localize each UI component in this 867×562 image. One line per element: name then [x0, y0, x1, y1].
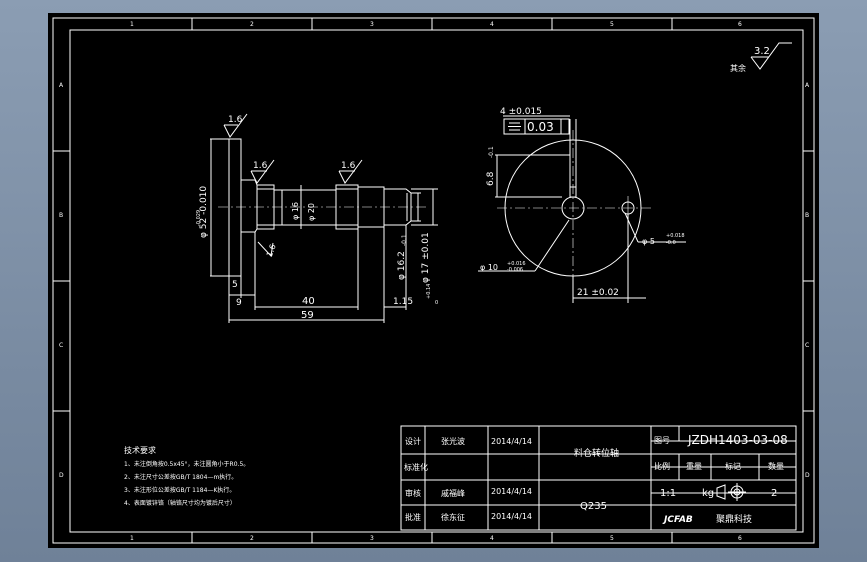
- drawing-canvas: 1 2 3 4 5 6 1 2 3 4 5 6 A B C D A B C D: [52, 17, 815, 544]
- shaft-body: [273, 189, 337, 226]
- keyway-depth-tol: -0.1: [488, 146, 495, 158]
- drawing-sheet: 1 2 3 4 5 6 1 2 3 4 5 6 A B C D A B C D: [48, 13, 819, 548]
- zone-num-b2: 2: [250, 535, 254, 542]
- dim-dia162-tol: -0.1: [401, 234, 408, 246]
- tb-weight-label: 重量: [686, 461, 702, 471]
- tb-scale: 1:1: [660, 488, 676, 499]
- tb-drawing-no: JZDH1403-03-08: [687, 433, 788, 447]
- tb-mark-label: 标记: [725, 461, 741, 471]
- zone-num-b3: 3: [370, 535, 374, 542]
- dim-len5: 5: [232, 280, 238, 290]
- zone-letter-a-r: A: [805, 82, 810, 89]
- zone-num-b5: 5: [610, 535, 614, 542]
- ra-front-1: 1.6: [228, 115, 243, 125]
- zone-num-2: 2: [250, 21, 254, 28]
- tb-qty: 2: [771, 488, 777, 499]
- dim-len115: 1.15: [393, 297, 413, 307]
- zone-letter-a: A: [59, 82, 64, 89]
- keyway-depth: 6.8: [486, 171, 496, 186]
- zone-letter-c-r: C: [805, 342, 809, 349]
- dim-len115-tol-low: 0: [435, 300, 438, 306]
- projection-symbol-icon: [716, 483, 746, 501]
- zone-letter-b: B: [59, 212, 63, 219]
- zone-letter-d: D: [59, 472, 64, 479]
- dim-len59: 59: [301, 310, 314, 321]
- tb-approve-name: 徐东征: [441, 512, 465, 522]
- title-block: 设计 张光波 2014/4/14 标准化 审核 戚福峰 2014/4/14 批准…: [400, 425, 797, 531]
- tb-review-name: 戚福峰: [441, 488, 465, 498]
- zone-letter-d-r: D: [805, 472, 810, 479]
- tb-design-date: 2014/4/14: [491, 437, 532, 446]
- front-view: 1.6 1.6 1.6 1.6 φ 52 -0.010 -0.029 φ 16: [196, 113, 438, 323]
- tb-review-label: 审核: [405, 488, 421, 498]
- zone-ticks: [53, 18, 814, 543]
- tb-review-date: 2014/4/14: [491, 487, 532, 496]
- tb-scale-label: 比例: [654, 461, 670, 471]
- roughness-general: 其余 3.2: [730, 42, 792, 73]
- zone-num-5: 5: [610, 21, 614, 28]
- hole-dia-tol2: -0.0: [666, 240, 676, 246]
- zone-letter-b-r: B: [805, 212, 809, 219]
- side-view: 4 ±0.015 0.03 6.8 -0.1 φ 10 +0.016: [478, 107, 686, 303]
- roughness-general-value: 3.2: [754, 46, 770, 57]
- dim-len9: 9: [236, 298, 242, 308]
- tb-weight-unit: kg: [702, 488, 714, 499]
- zone-letter-c: C: [59, 342, 63, 349]
- zone-num-b1: 1: [130, 535, 134, 542]
- zone-num-4: 4: [490, 21, 494, 28]
- bore-tol-up: +0.016: [507, 261, 526, 267]
- bore-tol-low: -0.006: [507, 267, 523, 273]
- ra-front-4: 1.6: [265, 243, 278, 258]
- tb-drawing-no-label: 图号: [654, 436, 670, 445]
- company-logo: JCFAB: [662, 515, 693, 525]
- zone-num-3: 3: [370, 21, 374, 28]
- ra-front-3: 1.6: [341, 161, 356, 171]
- tb-qty-label: 数量: [768, 461, 784, 471]
- tech-title: 技术要求: [124, 445, 156, 455]
- dim-dia20: φ 20: [307, 203, 316, 221]
- tb-approve-date: 2014/4/14: [491, 512, 532, 521]
- hole-pos: 21 ±0.02: [577, 288, 619, 298]
- roughness-general-label: 其余: [730, 63, 746, 73]
- keyway-width: 4 ±0.015: [500, 107, 542, 117]
- tb-part-name: 料仓转位轴: [574, 447, 619, 459]
- tb-std-label: 标准化: [404, 462, 428, 472]
- tech-item-3: 3、未注形位公差按GB/T 1184—K执行。: [124, 486, 235, 494]
- tech-item-4: 4、表面镀锌铬（轴铬尺寸均为镀后尺寸）: [124, 499, 236, 507]
- tb-design-label: 设计: [405, 436, 421, 446]
- bore-dia: φ 10: [480, 263, 498, 272]
- ra-front-2: 1.6: [253, 161, 268, 171]
- hole-dia-tol: +0.018: [666, 233, 685, 239]
- symmetry-tol: 0.03: [527, 120, 554, 134]
- flange: [228, 138, 242, 277]
- tb-material: Q235: [580, 501, 607, 512]
- dim-dia16: φ 16: [291, 202, 300, 220]
- tb-design-name: 张光波: [441, 436, 465, 446]
- dim-len115-tol: +0.14: [426, 284, 432, 299]
- dim-len40: 40: [302, 296, 315, 307]
- tech-requirements: 技术要求 1、未注倒角按0.5x45°，未注圆角小于R0.5。 2、未注尺寸公差…: [124, 445, 249, 507]
- inner-frame: [69, 29, 804, 533]
- zone-num-b4: 4: [490, 535, 494, 542]
- dim-dia17: φ 17 ±0.01: [421, 232, 431, 283]
- tech-item-2: 2、未注尺寸公差按GB/T 1804—m执行。: [124, 473, 237, 481]
- zone-num-6: 6: [738, 21, 742, 28]
- zone-num-1: 1: [130, 21, 134, 28]
- dim-dia162: φ 16.2: [397, 251, 407, 280]
- tb-approve-label: 批准: [405, 512, 421, 522]
- dim-dia52-low: -0.029: [196, 210, 202, 226]
- dim-dia52: φ 52 -0.010: [199, 186, 209, 238]
- tech-item-1: 1、未注倒角按0.5x45°，未注圆角小于R0.5。: [124, 460, 249, 468]
- company-name: 聚鼎科技: [716, 513, 752, 525]
- zone-num-b6: 6: [738, 535, 742, 542]
- hole-dia: φ 5: [642, 237, 655, 246]
